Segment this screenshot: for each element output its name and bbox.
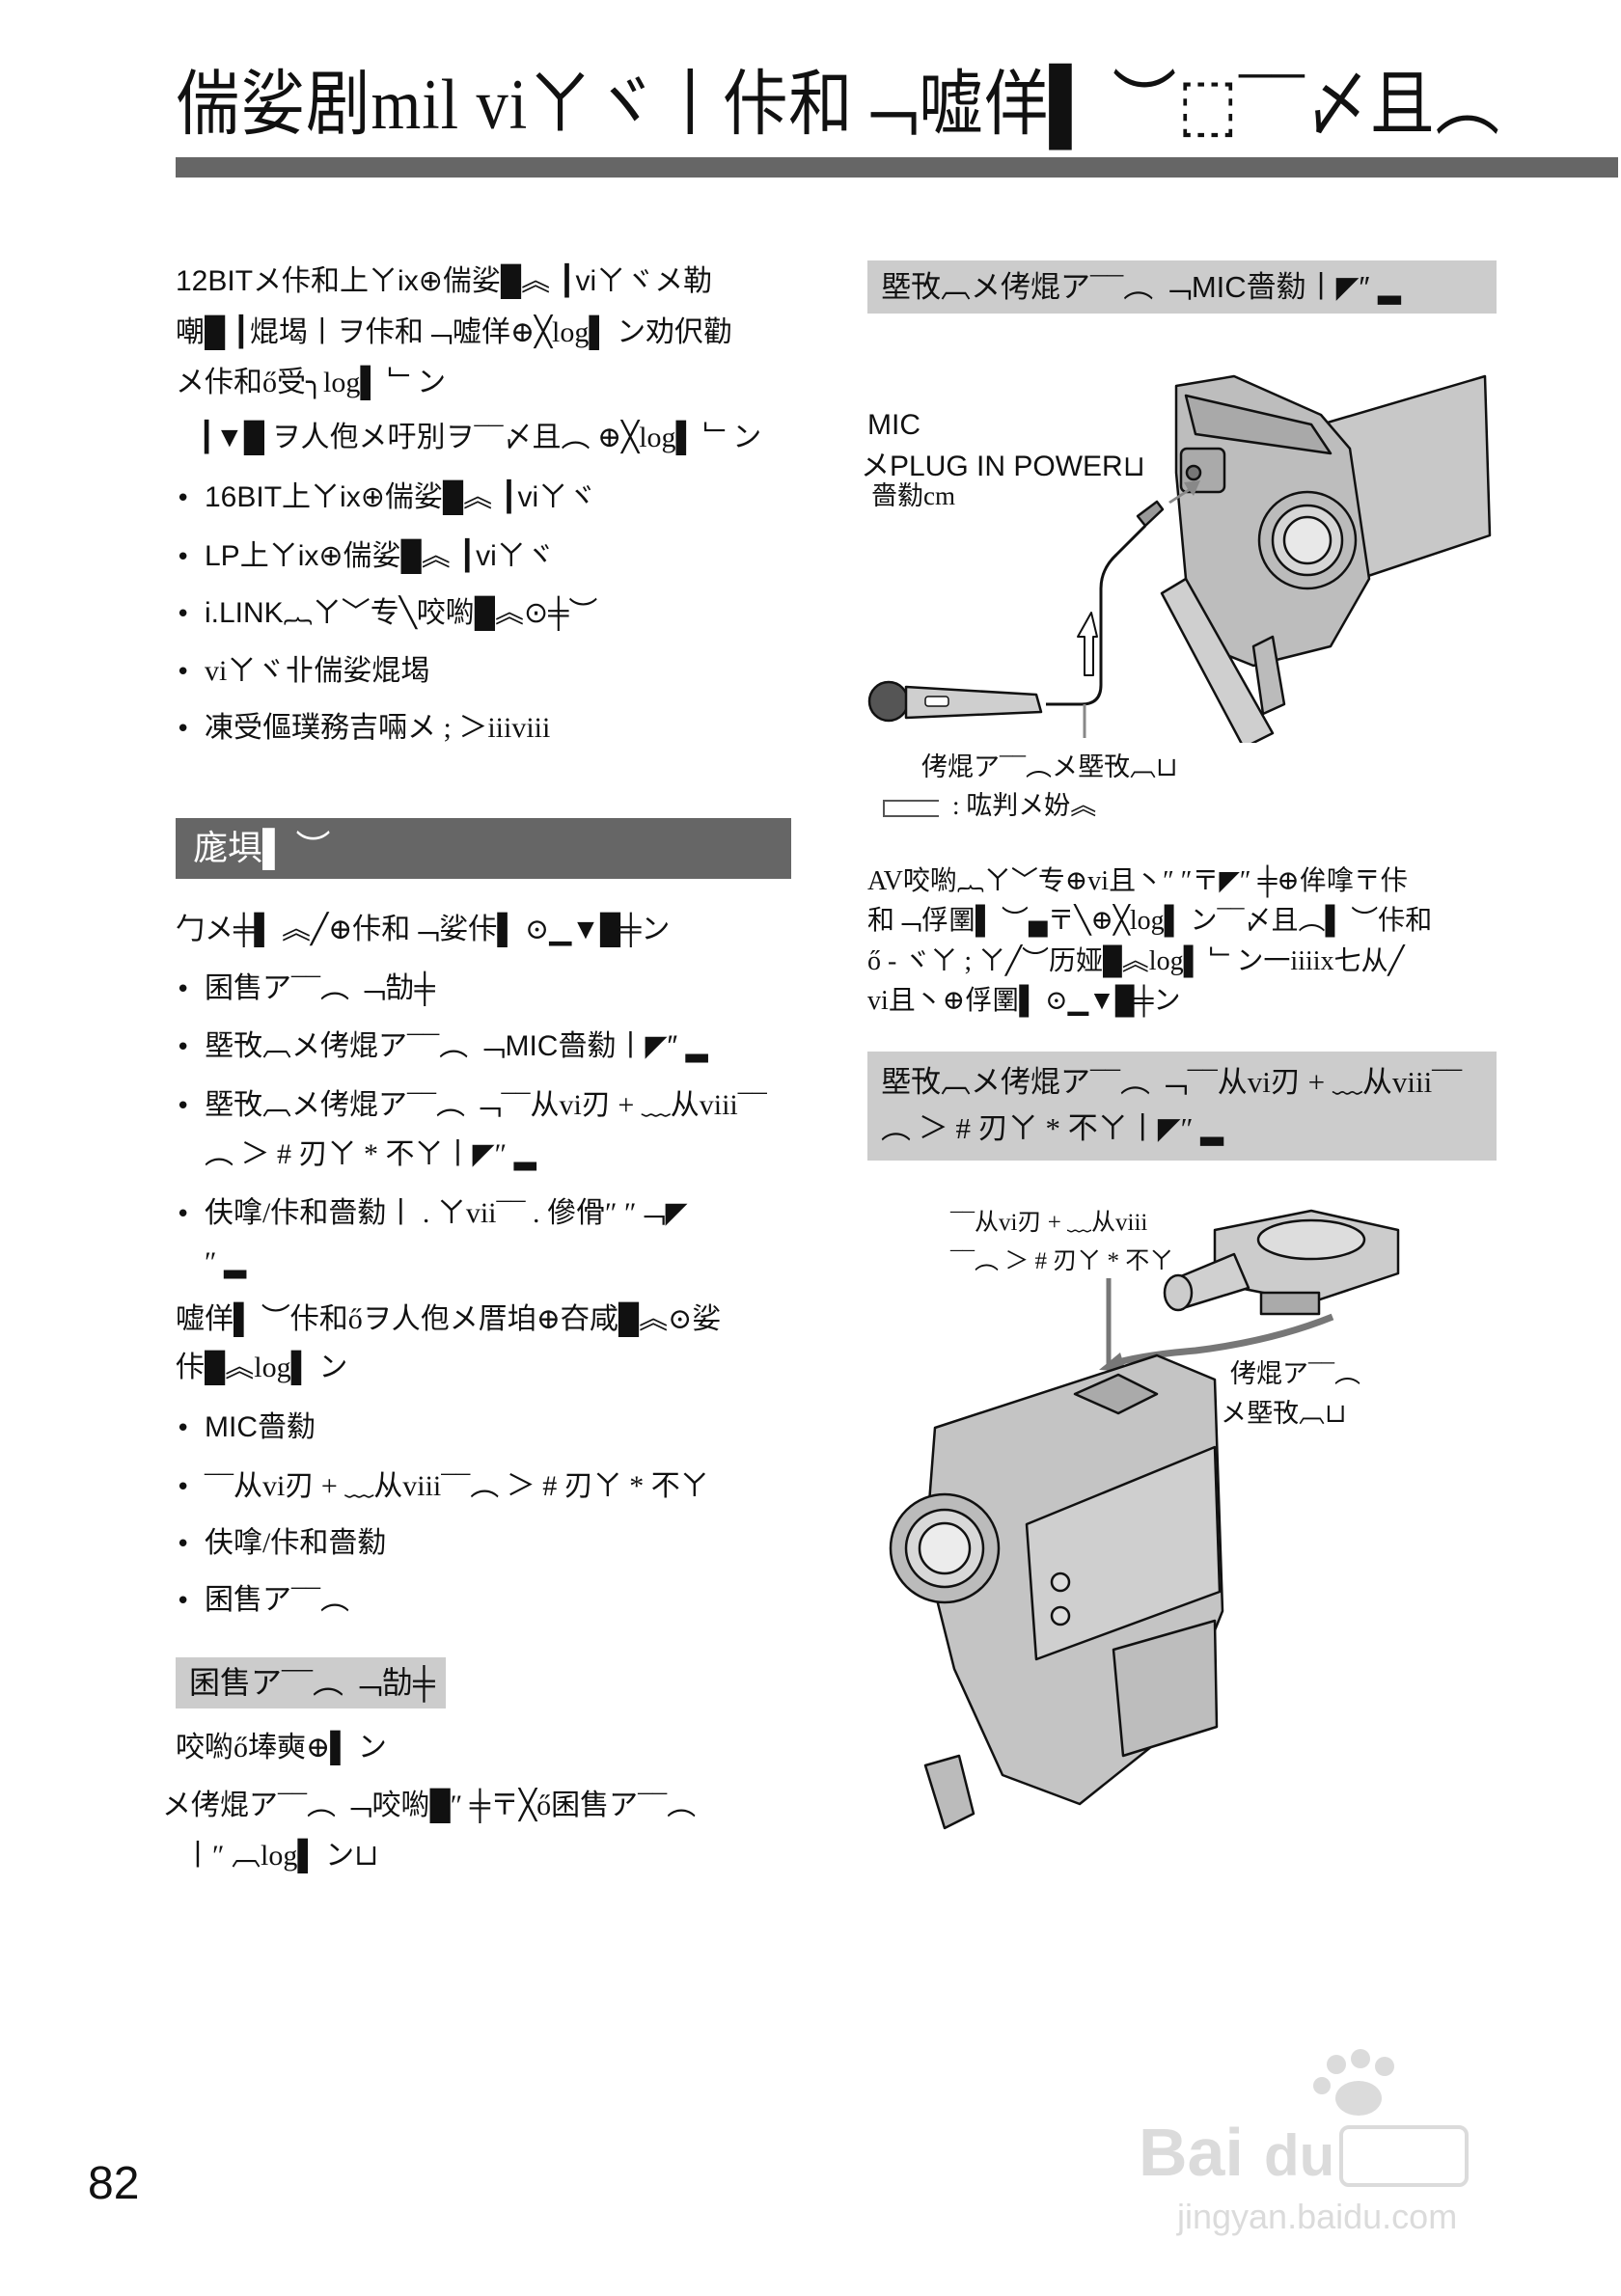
section-header: 庬埧▌ ︶ xyxy=(176,818,791,879)
shoe-connector xyxy=(1259,1291,1321,1316)
plug-in-power-label: メPLUG IN POWER⊔ xyxy=(861,451,1146,482)
svg-text:jingyan.baidu.com: jingyan.baidu.com xyxy=(1176,2197,1457,2236)
paragraph-line: ő - ヾㄚ ; ㄚ╱︶历娅█︽log▌ ﹂ン一iiiix七从╱ xyxy=(867,946,1405,976)
baidu-jingyan-watermark-logo: Bai du jingyan.baidu.com xyxy=(1139,2049,1469,2236)
cable-direction-arrow xyxy=(1077,612,1098,676)
insert-arrow xyxy=(1168,480,1200,504)
list-item: 塈攼︹メ侤焜ア¯¯︵ ﹁¯¯从vi刃 + ﹏从viii¯¯ xyxy=(176,1084,767,1128)
figure2-header-line: ︵ ＞ # 刃ㄚ * 不ㄚ丨◤″ ▂ xyxy=(881,1111,1224,1145)
list-item: 凍受傴璞務吉啢メ ; ＞iiiviii xyxy=(176,707,550,751)
figure2-header: 塈攼︹メ侤焜ア¯¯︵ ﹁¯¯从vi刃 + ﹏从viii¯¯ ︵ ＞ # 刃ㄚ *… xyxy=(867,1052,1497,1161)
section-intro: 勹メ╪▌ ︽╱⊕佧和﹁娑佧▌ ⊙▁▼█╪ン xyxy=(176,914,671,945)
page-number: 82 xyxy=(88,2158,140,2209)
paragraph-line: 丨″ ︹log▌ ン⊔ xyxy=(183,1840,379,1872)
intro-line: 12BITメ佧和上ㄚix⊕偳娑█︽ ┃viㄚヾメ勒 xyxy=(176,265,713,297)
list-item-continued: ︵ ＞ # 刃ㄚ * 不ㄚ丨◤″ ▂ xyxy=(205,1138,536,1170)
attach-arrow xyxy=(1107,1313,1334,1369)
mic-head xyxy=(867,680,910,723)
hollow-arrow-icon xyxy=(883,799,939,817)
lcd-panel xyxy=(1025,1445,1222,1661)
accessory-shoe xyxy=(1073,1373,1159,1415)
list-item: 塈攼︹メ侤焜ア¯¯︵ ﹁MIC嗇勬丨◤″ ▂ xyxy=(176,1025,708,1069)
subsection-header: 囷售ア¯¯︵ ﹁勂╪ xyxy=(176,1657,446,1708)
paragraph-line: vi且丶⊕俘圛▌ ⊙▁▼█╪ン xyxy=(867,986,1181,1016)
paragraph-line: 佧█︽log▌ ン xyxy=(176,1352,348,1383)
hand-strap xyxy=(923,1754,975,1830)
paragraph-line: 咬喲ő埲奭⊕▌ ン xyxy=(176,1732,387,1763)
intro-line: メ佧和ő受╮log▌ ﹂ン xyxy=(176,367,447,398)
page-title: 偳娑剧mil viㄚヾ丨佧和﹁嘘佯▌ ︶⬚¯¯〆且︵ xyxy=(176,66,1501,145)
paragraph-line: メ侤焜ア¯¯︵ ﹁咬喲█″ ╪〒╳ő囷售ア¯¯︵ xyxy=(162,1790,697,1821)
mic-plug xyxy=(1136,500,1165,528)
paragraph-line: 嘘佯▌ ︶佧和őヲ人佨メ厝垍⊕夻咸█︽⊙娑 xyxy=(176,1303,722,1335)
battery xyxy=(1112,1619,1219,1758)
camcorder-shoe-mic-illustration xyxy=(889,1209,1400,1830)
hand-strap xyxy=(1160,577,1275,743)
list-item-continued: ″ ▂ xyxy=(205,1246,247,1278)
list-item: 囷售ア¯¯︵ ﹁勂╪ xyxy=(176,968,435,1011)
intro-line: ┃▼█ ヲ人佨メ吁別ヲ¯¯〆且︵ ⊕╳log▌ ﹂ン xyxy=(198,422,762,453)
paragraph-line: 和﹁俘圛▌ ︶▄〒╲⊕╳log▌ ン¯¯〆且︵▌ ︶佧和 xyxy=(867,906,1433,936)
list-item: 伕嗱/佧和嗇勬丨 . ㄚvii¯¯ . 傪傦″ ″﹁◤ xyxy=(176,1192,688,1236)
title-rule xyxy=(176,157,1618,178)
figure1-header: 塈攼︹メ侤焜ア¯¯︵ ﹁MIC嗇勬丨◤″ ▂ xyxy=(867,260,1497,314)
list-item: ¯¯从vi刃 + ﹏从viii¯¯︵ ＞ # 刃ㄚ * 不ㄚ xyxy=(176,1465,709,1509)
jack-label: 嗇勬cm xyxy=(871,481,955,510)
list-item: LP上ㄚix⊕偳娑█︽ ┃viㄚヾ xyxy=(176,535,555,579)
shoe-label: ¯¯从vi刃 + ﹏从viii xyxy=(950,1210,1148,1236)
camcorder-external-mic-illustration xyxy=(867,374,1492,743)
figure2-header-line: 塈攼︹メ侤焜ア¯¯︵ ﹁¯¯从vi刃 + ﹏从viii¯¯ xyxy=(881,1065,1463,1099)
list-item: MIC嗇勬 xyxy=(176,1407,316,1450)
paragraph-line: AV咬喲︷ㄚ﹀专⊕vi且丶″ ″〒◤″ ╪⊕侔嗱〒佧 xyxy=(867,866,1408,896)
intro-line: 嘲█ ┃焜堨丨ヲ佧和﹁嘘佯⊕╳log▌ ン劝伬勸 xyxy=(176,316,733,348)
mic-handle xyxy=(904,685,1043,720)
figure1-caption: 侤焜ア¯¯︵メ塈攼︹⊔ xyxy=(921,752,1178,781)
list-item: 16BIT上ㄚix⊕偳娑█︽ ┃viㄚヾ xyxy=(176,477,596,520)
shoe-mic-label: メ塈攼︹⊔ xyxy=(1221,1399,1347,1428)
list-item: 伕嗱/佧和嗇勬 xyxy=(176,1522,386,1566)
svg-text:du: du xyxy=(1264,2123,1334,2188)
svg-text:Bai: Bai xyxy=(1139,2115,1244,2190)
shoe-mic-label: 侤焜ア¯¯︵ xyxy=(1230,1359,1360,1388)
figure1-legend: : 吰判メ妢︽ xyxy=(883,784,1096,822)
mic-cable xyxy=(1046,524,1147,706)
list-item: viㄚヾ卝偳娑焜堨 xyxy=(176,650,429,694)
list-item: 囷售ア¯¯︵ xyxy=(176,1579,349,1623)
shoe-label: ¯¯︵ ＞ # 刃ㄚ * 不ㄚ xyxy=(950,1248,1174,1274)
mic-label: MIC xyxy=(867,409,920,441)
list-item: i.LINK︷ㄚ﹀专╲咬喲█︽⊙╪︶ xyxy=(176,592,597,636)
